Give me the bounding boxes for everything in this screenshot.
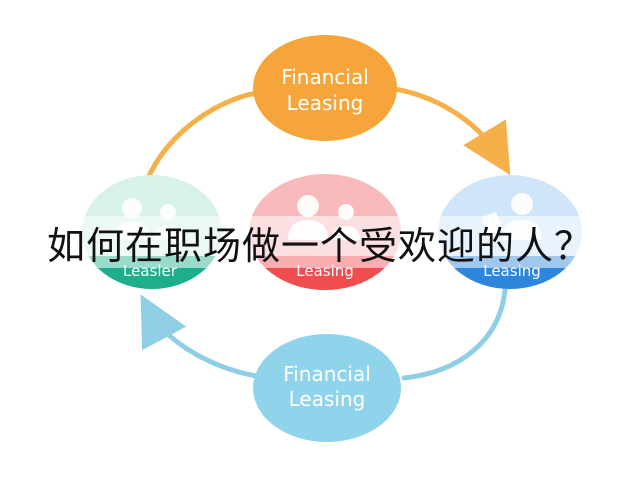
arc-bottom-right [401,287,508,381]
top-node-line1: Financial [281,65,369,89]
arc-top-right-arrow [385,85,511,176]
arc-top-left [145,89,265,181]
top-node: Financial Leasing [253,35,397,141]
bottom-node: Financial Leasing [253,334,401,442]
headline-overlay: 如何在职场做一个受欢迎的人？ [0,216,640,268]
top-node-line2: Leasing [287,91,364,115]
bottom-node-line2: Leasing [289,387,366,411]
bottom-node-line1: Financial [283,362,371,386]
arc-bottom-left-arrow [140,294,271,381]
